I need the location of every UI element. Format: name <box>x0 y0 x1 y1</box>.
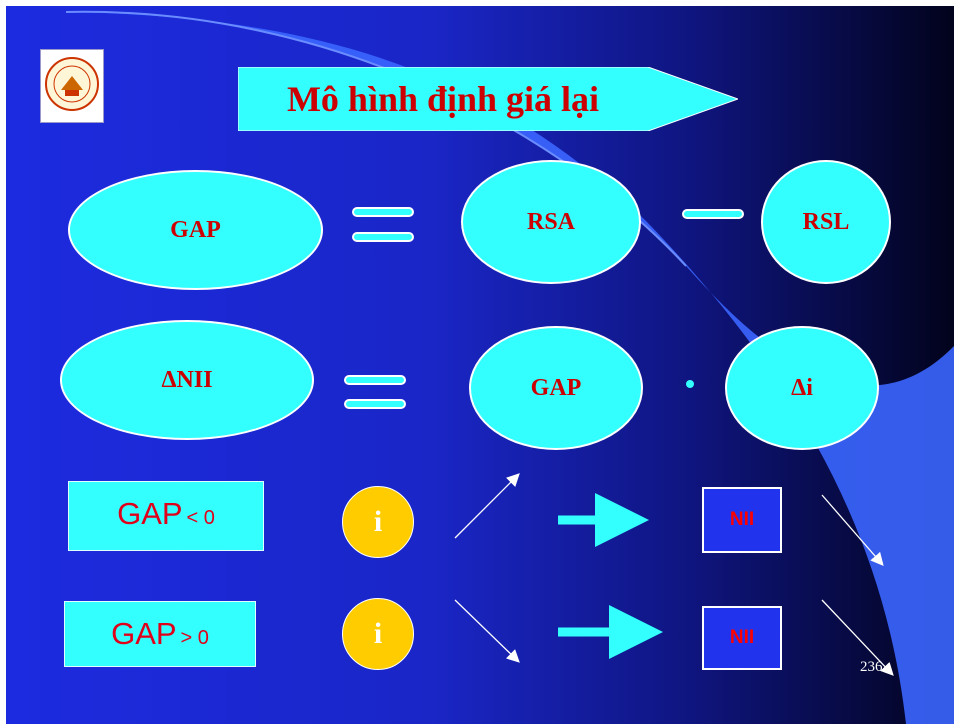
equals-bar-top <box>352 207 414 217</box>
gap-label: GAP <box>117 496 183 531</box>
gap-condition: < 0 <box>186 507 215 529</box>
multiply-dot <box>686 380 694 388</box>
gap-negative-box: GAP < 0 <box>68 481 264 551</box>
gap-positive-box: GAP > 0 <box>64 601 256 667</box>
equals-bar-bottom <box>352 232 414 242</box>
decrease-arrow-3 <box>821 599 894 676</box>
logo-icon <box>40 49 104 123</box>
rsl-ellipse: RSL <box>761 160 891 284</box>
delta-nii-ellipse: ΔNII <box>60 320 314 440</box>
gap-ellipse: GAP <box>68 170 323 290</box>
equals-bar-bottom-2 <box>344 399 406 409</box>
nii-box: NII <box>702 487 782 553</box>
page-number: 236 <box>860 659 883 675</box>
slide: Mô hình định giá lại GAP RSA RSL ΔNII GA… <box>6 6 954 724</box>
increase-arrow <box>454 473 520 539</box>
arrow-layer <box>454 473 894 676</box>
equals-bar-top-2 <box>344 375 406 385</box>
decrease-arrow-2 <box>454 599 520 663</box>
decrease-arrow <box>821 494 884 566</box>
delta-i-ellipse: Δi <box>725 326 879 450</box>
title-banner-arrow <box>238 67 738 131</box>
rsa-ellipse: RSA <box>461 160 641 284</box>
gap-label-2: GAP <box>111 616 177 651</box>
minus-bar <box>682 209 744 219</box>
gap-ellipse-2: GAP <box>469 326 643 450</box>
nii-box-2: NII <box>702 606 782 670</box>
gap-condition-2: > 0 <box>180 627 209 649</box>
interest-rate-circle-2: i <box>342 598 414 670</box>
interest-rate-circle: i <box>342 486 414 558</box>
slide-title: Mô hình định giá lại <box>286 79 600 119</box>
